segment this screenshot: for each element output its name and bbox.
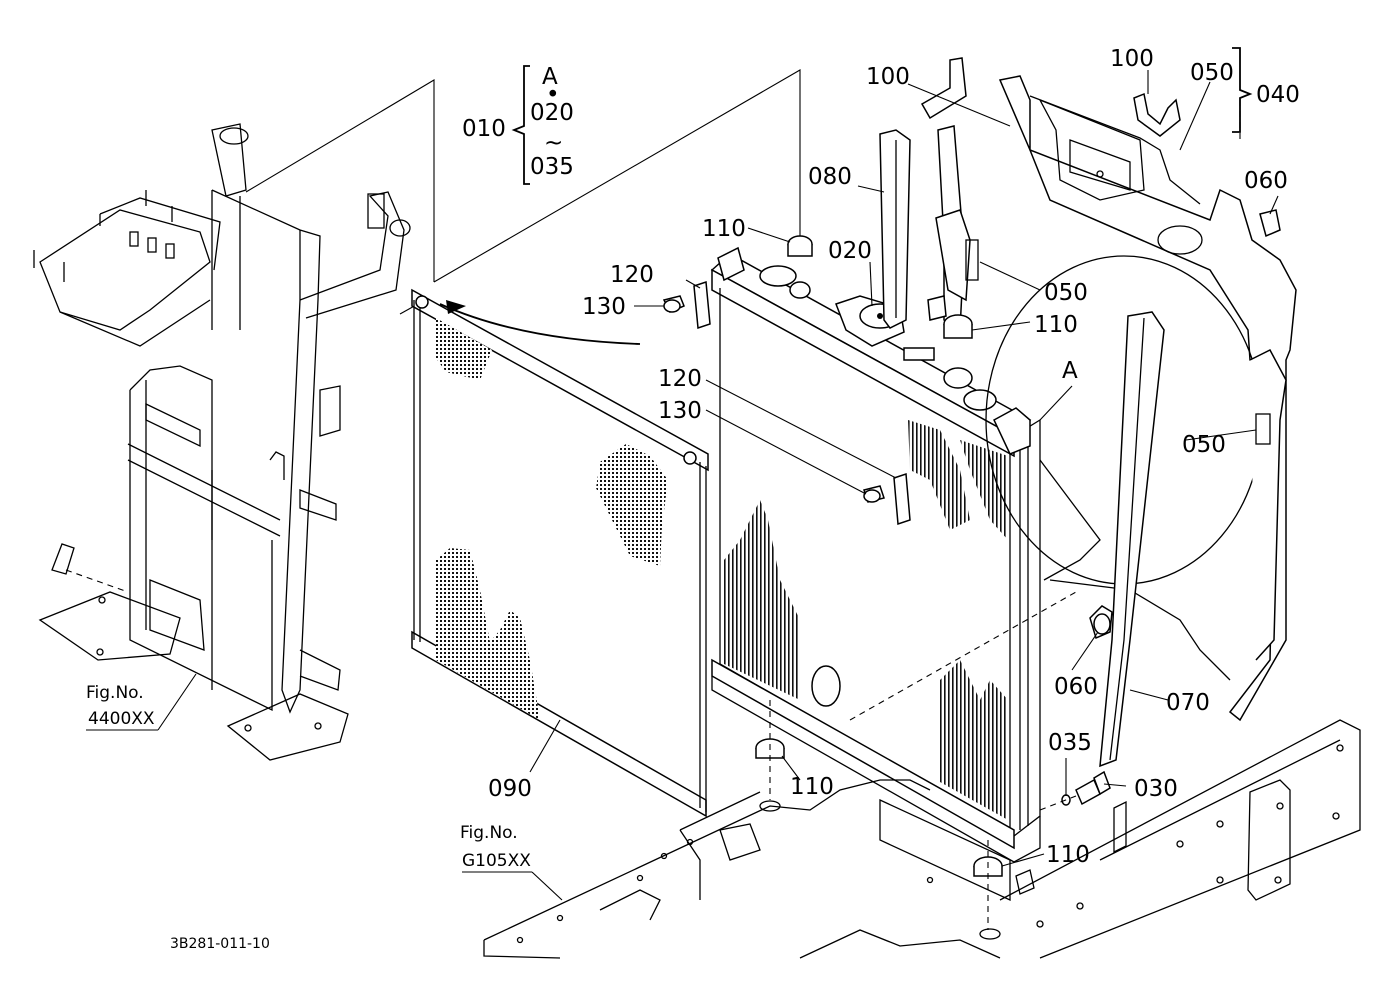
callout-060-top: 060	[1244, 168, 1288, 194]
callout-040: 040	[1256, 82, 1300, 108]
fig-code-1: 4400XX	[88, 709, 155, 729]
fan-shroud	[879, 57, 1297, 768]
callout-050-mid: 050	[1044, 280, 1088, 306]
callout-070: 070	[1166, 690, 1210, 716]
fig-code-2: G105XX	[462, 851, 531, 871]
callout-010: 010	[462, 116, 506, 142]
main-frame-rails	[483, 719, 1361, 959]
callout-tilde: ~	[544, 130, 563, 156]
callout-130-top: 130	[582, 294, 626, 320]
group-bracket-040	[1232, 47, 1253, 140]
callout-020: 020	[828, 238, 872, 264]
callout-110-top: 110	[702, 216, 746, 242]
fig-label-2: Fig.No.	[460, 823, 518, 843]
radiator-screen	[411, 288, 709, 818]
callout-035-group: 035	[530, 154, 574, 180]
callout-060-bottom: 060	[1054, 674, 1098, 700]
callout-a-top: A	[542, 64, 558, 90]
leader-lines	[86, 70, 1279, 901]
radiator-core	[710, 246, 1077, 863]
callout-110-bottom-left: 110	[790, 774, 834, 800]
callout-110-bottom: 110	[1046, 842, 1090, 868]
callout-120-mid: 120	[658, 366, 702, 392]
figure-references: Fig.No. 4400XX Fig.No. G105XX 3B281-011-…	[86, 683, 531, 952]
callout-a-mark: A	[1062, 358, 1078, 384]
callout-130-mid: 130	[658, 398, 702, 424]
fig-label-1: Fig.No.	[86, 683, 144, 703]
group-bracket-010	[511, 65, 530, 185]
bolts-brackets	[662, 280, 911, 526]
callout-080: 080	[808, 164, 852, 190]
callout-090: 090	[488, 776, 532, 802]
callout-035: 035	[1048, 730, 1092, 756]
drawing-code: 3B281-011-10	[170, 936, 270, 952]
callout-030: 030	[1134, 776, 1178, 802]
callout-050-right: 050	[1182, 432, 1226, 458]
drain-plug	[1039, 770, 1111, 811]
callout-120-top: 120	[610, 262, 654, 288]
callout-050-top: 050	[1190, 60, 1234, 86]
callout-020-group: 020	[530, 100, 574, 126]
callout-dot: •	[546, 82, 560, 108]
callout-100-right: 100	[1110, 46, 1154, 72]
callout-100-left: 100	[866, 64, 910, 90]
callout-labels: A • 010 020 ~ 035 100 100 050 040 060 08…	[462, 46, 1300, 868]
mounting-rubbers	[755, 235, 1003, 940]
front-support-frame	[33, 123, 411, 761]
callout-110-mid: 110	[1034, 312, 1078, 338]
